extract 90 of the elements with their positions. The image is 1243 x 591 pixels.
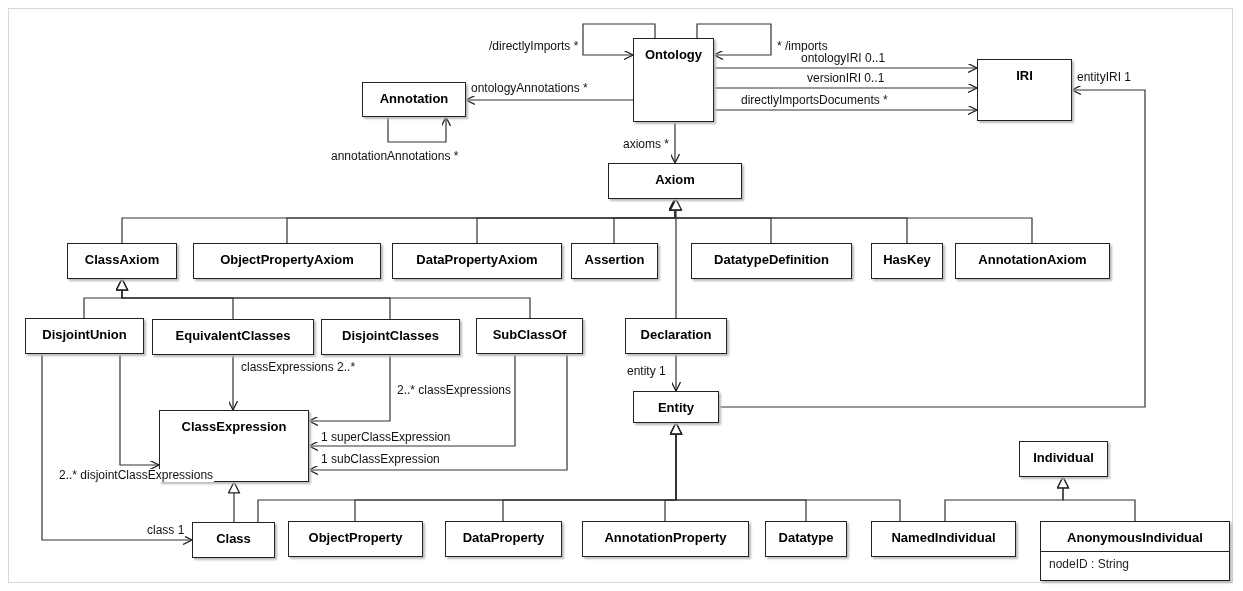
association-arrow [308,353,516,452]
association-arrow [713,82,978,94]
class-box [871,243,943,279]
class-name: DisjointClasses [342,327,439,343]
class-box [192,522,275,558]
edge-label: ontologyIRI 0..1 [800,52,887,65]
association-arrow [227,354,239,411]
class-name: ClassAxiom [84,251,160,267]
edge-label: class 1 [146,524,186,537]
generalization-arrow [668,198,1033,244]
class-name: Entity [657,399,695,415]
class-box [582,521,749,557]
class-name: EquivalentClasses [175,327,291,343]
class-name: AnnotationProperty [604,529,727,545]
class-name: IRI [1016,67,1033,83]
class-name: NamedIndividual [891,529,996,545]
association-arrow [713,104,978,116]
association-arrow [308,353,568,476]
class-box [1019,441,1108,477]
class-name: DatatypeDefinition [714,251,829,267]
class-box [476,318,583,354]
association-arrow [669,121,681,164]
generalization-arrow [669,198,683,319]
generalization-arrow [669,422,901,522]
class-name: ClassExpression [181,418,287,434]
class-name: SubClassOf [492,326,567,342]
class-box [67,243,177,279]
class-box [625,318,727,354]
class-name: Datatype [778,529,834,545]
edge-label: 2..* classExpressions [396,384,513,397]
association-arrow [713,62,978,74]
association-arrow [465,94,634,106]
class-name: Individual [1033,449,1094,465]
class-name: Annotation [379,90,449,106]
class-box [25,318,144,354]
association-arrow [670,353,682,392]
class-box [321,319,460,355]
edge-label: classExpressions 2..* [240,361,357,374]
class-box [977,59,1072,121]
class-name: DataPropertyAxiom [416,251,538,267]
edge-label: entity 1 [626,365,667,378]
class-box [608,163,742,199]
class-box [571,243,658,279]
class-name: Declaration [640,326,712,342]
edge-label: ontologyAnnotations * [470,82,589,95]
edge-label: directlyImportsDocuments * [740,94,889,107]
class-box [1040,521,1230,581]
edge-label: versionIRI 0..1 [806,72,886,85]
class-box [288,521,423,557]
edge-label: 1 subClassExpression [320,453,441,466]
edge-label: 1 superClassExpression [320,431,452,444]
class-name: Class [216,530,251,546]
edge-label: * /imports [776,40,829,53]
association-arrow [718,84,1146,408]
class-name: DataProperty [462,529,545,545]
generalization-arrow [115,278,531,319]
association-arrow [41,353,193,546]
edge-label: 2..* disjointClassExpressions [58,469,215,482]
association-arrow [308,354,391,427]
class-box [871,521,1016,557]
class-box [691,243,852,279]
edge-label: annotationAnnotations * [330,150,460,163]
association-arrow [119,353,160,471]
class-name: ObjectProperty [308,529,403,545]
edge-label: entityIRI 1 [1076,71,1133,84]
class-box [955,243,1110,279]
class-box [633,391,719,423]
class-name: Axiom [655,171,695,187]
class-box [152,319,314,355]
edge-label: axioms * [622,138,670,151]
class-box [193,243,381,279]
class-name: DisjointUnion [42,326,127,342]
class-name: ObjectPropertyAxiom [220,251,354,267]
edge-label: /directlyImports * [488,40,580,53]
association-arrow [696,23,772,61]
class-box [633,38,714,122]
attribute-text: nodeID : String [1048,556,1130,571]
class-box [392,243,562,279]
generalization-arrow [1056,476,1136,522]
class-box [445,521,562,557]
class-name: AnnotationAxiom [978,251,1087,267]
class-box [765,521,847,557]
class-name: HasKey [883,251,931,267]
class-name: AnonymousIndividual [1067,529,1203,545]
class-name: Ontology [644,46,702,62]
generalization-arrow [227,481,241,523]
association-arrow [582,23,656,61]
association-arrow [387,116,452,143]
class-box [362,82,466,117]
class-name: Assertion [584,251,645,267]
